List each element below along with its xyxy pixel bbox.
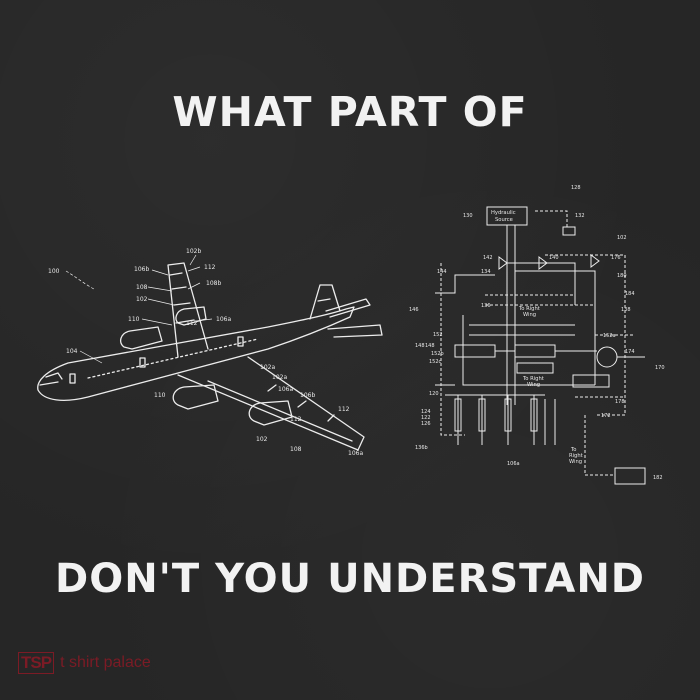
headline-bottom: DON'T YOU UNDERSTAND [55, 556, 645, 602]
schematic-number: 152a [603, 333, 616, 339]
schematic-number: 176 [611, 255, 621, 261]
airplane-illustration: 100 102b 112 106b 108b 108 102 110 112 1… [37, 248, 383, 457]
airplane-patent-drawing: 100 102b 112 106b 108b 108 102 110 112 1… [28, 245, 388, 465]
to-right-wing-2b: Wing [527, 382, 540, 388]
schematic-number: 142 [483, 255, 493, 261]
schematic-number: 136 [481, 303, 491, 309]
schematic-number: 138 [621, 307, 631, 313]
schematic-number: 172 [601, 413, 611, 419]
schematic-number: 120 [429, 391, 439, 397]
plane-part-number: 102b [186, 248, 201, 255]
schematic-number: 182 [653, 475, 663, 481]
plane-part-number: 110 [128, 316, 140, 323]
schematic-number: 128 [571, 185, 581, 191]
plane-part-number: 102a [272, 374, 287, 381]
to-right-wing-1b: Wing [523, 312, 536, 318]
brand-logo: TSP t shirt palace [18, 652, 151, 674]
plane-part-number: 102 [256, 436, 268, 443]
schematic-number: 132 [575, 213, 585, 219]
schematic-number: 148 [415, 343, 425, 349]
schematic-number: 124 [421, 409, 431, 415]
plane-part-number: 112 [186, 320, 198, 327]
hydraulic-source-label-1: Hydraulic [491, 210, 516, 216]
plane-part-number: 108 [290, 446, 302, 453]
schematic-number: 106a [507, 461, 520, 467]
plane-part-number: 106a [348, 450, 363, 457]
to-right-wing-3b: Right [569, 453, 583, 459]
schematic-number: 136b [415, 445, 428, 451]
plane-part-number: 106b [300, 392, 315, 399]
plane-part-number: 112 [290, 416, 302, 423]
schematic-number: 152 [433, 332, 443, 338]
schematic-number: 184 [625, 291, 635, 297]
schematic-number: 144 [437, 269, 447, 275]
schematic-number: 126 [421, 421, 431, 427]
plane-part-number: 106b [134, 266, 149, 273]
schematic-number: 180 [617, 273, 627, 279]
plane-part-number: 102a [260, 364, 275, 371]
to-right-wing-3c: Wing [569, 459, 582, 465]
plane-part-number: 112 [338, 406, 350, 413]
headline-top: WHAT PART OF [172, 88, 528, 136]
to-right-wing-2a: To Right [522, 376, 544, 382]
hydraulic-source-label-2: Source [495, 217, 513, 223]
plane-part-number: 108b [206, 280, 221, 287]
schematic-number: 148 [425, 343, 435, 349]
schematic-number: 146 [409, 307, 419, 313]
plane-part-number: 112 [204, 264, 216, 271]
to-right-wing-3a: To [570, 447, 576, 453]
plane-part-number: 108 [136, 284, 148, 291]
to-right-wing-1a: To Right [518, 306, 540, 312]
plane-part-number: 100 [48, 268, 60, 275]
schematic-number: 102 [617, 235, 627, 241]
schematic-number: 130 [463, 213, 473, 219]
schematic-number: 134 [481, 269, 491, 275]
plane-part-number: 104 [66, 348, 78, 355]
schematic-number: 170 [655, 365, 665, 371]
schematic-number: 178 [615, 399, 625, 405]
plane-part-number: 102 [136, 296, 148, 303]
schematic-number: 122 [421, 415, 431, 421]
schematic-number: 152c [429, 359, 442, 365]
schematic-number: 174 [625, 349, 635, 355]
plane-part-number: 106a [278, 386, 293, 393]
schematic-number: 140 [549, 255, 559, 261]
schematic-illustration: Hydraulic Source To Right Wing To Right … [409, 185, 665, 485]
logo-mark: TSP [18, 652, 55, 674]
plane-part-number: 106a [216, 316, 231, 323]
logo-text: t shirt palace [60, 654, 151, 671]
plane-part-number: 110 [154, 392, 166, 399]
schematic-number: 152b [431, 351, 444, 357]
hydraulic-schematic: Hydraulic Source To Right Wing To Right … [395, 175, 685, 495]
